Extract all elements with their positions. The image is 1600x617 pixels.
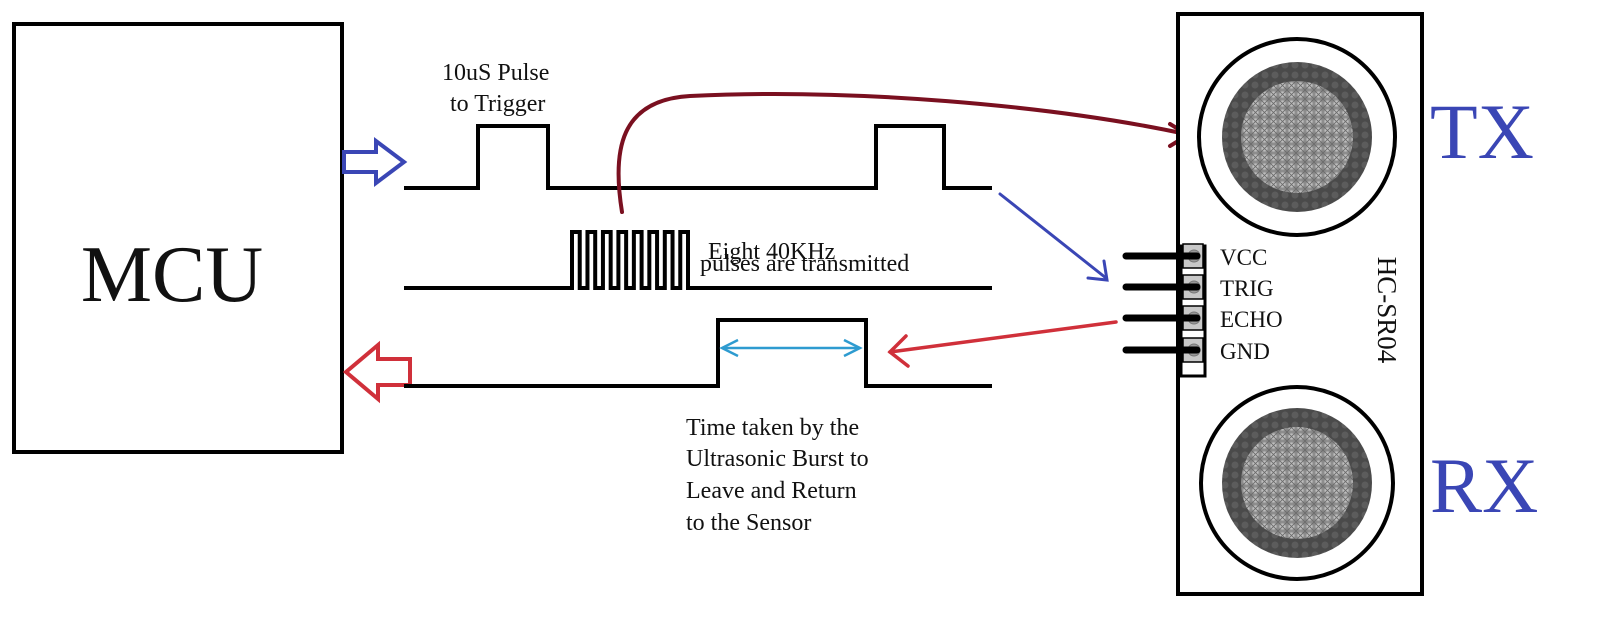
pin-trig: TRIG <box>1122 274 1274 301</box>
trigger-label-line-1: 10uS Pulse <box>442 60 549 86</box>
pin-echo: ECHO <box>1122 305 1283 332</box>
mcu-label: MCU <box>81 231 263 319</box>
echo-waveform <box>404 318 992 388</box>
tx-label: TX <box>1430 88 1534 175</box>
pin-header: VCC TRIG ECHO GND <box>1122 243 1283 378</box>
rx-label: RX <box>1430 442 1538 529</box>
echo-label-line-4: to the Sensor <box>686 510 811 536</box>
burst-waveform <box>404 230 992 290</box>
trigger-label-line-2: to Trigger <box>450 91 545 117</box>
pin-gnd: GND <box>1122 337 1270 364</box>
burst-label-line-1: Eight 40KHz <box>708 239 835 265</box>
pin-label: GND <box>1220 339 1270 364</box>
pin-label: ECHO <box>1220 307 1283 332</box>
burst-signal: Eight 40KHz pulses are transmitted <box>404 230 992 290</box>
pin-label: VCC <box>1220 245 1267 270</box>
trigger-waveform <box>404 124 992 190</box>
pin-label: TRIG <box>1220 276 1274 301</box>
mcu-box <box>12 22 344 454</box>
sensor-model-label: HC-SR04 <box>1372 257 1402 364</box>
echo-signal: Time taken by the Ultrasonic Burst to Le… <box>404 318 992 536</box>
burst-label-line-2: pulses are transmitted <box>700 251 909 277</box>
tx-transducer-icon <box>1197 37 1397 237</box>
echo-label-line-3: Leave and Return <box>686 478 857 504</box>
trigger-signal: 10uS Pulse to Trigger <box>404 60 992 190</box>
mcu-block: MCU <box>12 22 344 454</box>
trigger-to-sensor-arrow <box>998 192 1109 282</box>
pin-vcc: VCC <box>1122 243 1267 270</box>
transmit-path-arrow <box>616 92 1192 214</box>
echo-label-line-2: Ultrasonic Burst to <box>686 446 869 472</box>
echo-from-sensor-arrow <box>887 320 1118 368</box>
echo-duration-arrow <box>719 338 863 358</box>
hc-sr04-module: VCC TRIG ECHO GND HC-SR04 <box>1122 12 1424 596</box>
trigger-output-arrow-icon <box>342 137 408 187</box>
echo-label-line-1: Time taken by the <box>686 415 859 441</box>
echo-input-arrow-icon <box>342 340 412 404</box>
rx-transducer-icon <box>1199 385 1395 581</box>
